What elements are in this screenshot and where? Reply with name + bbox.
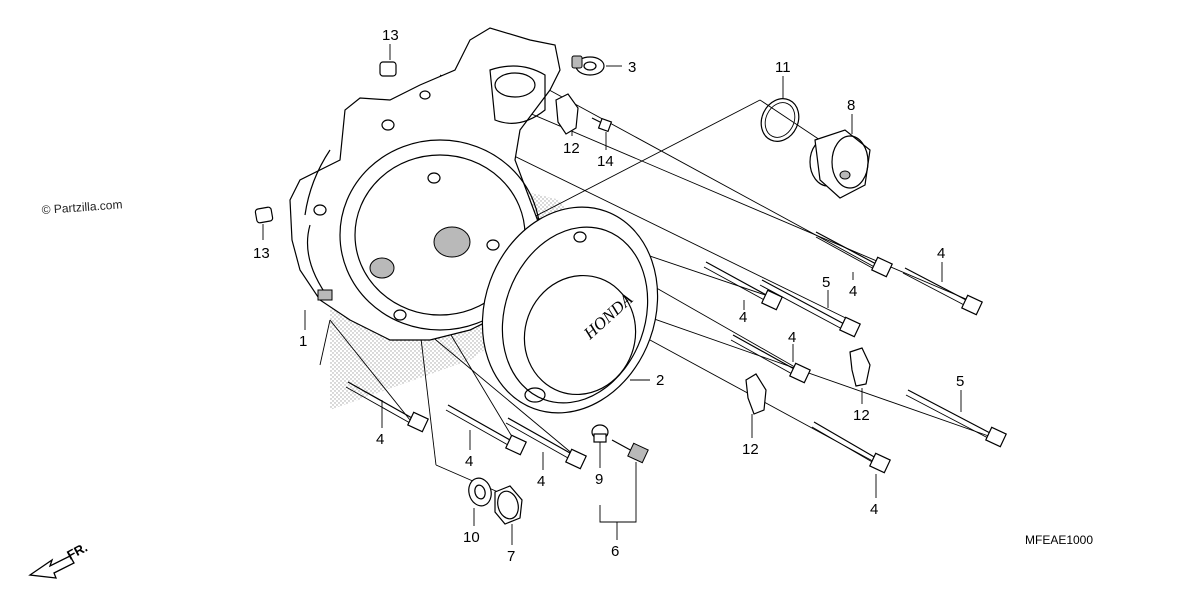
callout-6: 6 [611,543,619,560]
dowel-pin [379,61,397,77]
bolt-small [591,117,613,133]
callout-4: 4 [788,329,796,346]
drain-bolt [611,439,649,464]
callout-10: 10 [463,529,480,546]
sealing-washer [571,55,605,76]
callout-4: 4 [465,453,473,470]
left-crankcase-cover [289,27,561,341]
callout-5: 5 [822,274,830,291]
bolt [445,404,528,456]
callout-5: 5 [956,373,964,390]
front-direction-arrow: FR. [28,540,90,579]
harness-clamp [555,93,579,135]
washer-seal [468,477,492,507]
callout-12: 12 [742,441,759,458]
callout-14: 14 [597,153,614,170]
plug-small [591,424,609,443]
generator-cover: HONDA [481,206,659,414]
harness-clamp [745,373,767,415]
callout-4: 4 [739,309,747,326]
callout-13: 13 [382,27,399,44]
callout-leaders [262,44,962,545]
callout-12: 12 [853,407,870,424]
callout-4: 4 [937,245,945,262]
callout-2: 2 [656,372,664,389]
bolts [345,231,1008,474]
callout-labels: 13 3 11 8 12 14 13 4 4 5 4 1 4 2 4 4 12 … [253,27,964,565]
callout-4: 4 [849,283,857,300]
callout-1: 1 [299,333,307,350]
bolt [345,381,430,433]
bolt [815,231,894,278]
bolt [730,334,812,384]
callout-7: 7 [507,548,515,565]
callout-11: 11 [775,59,791,76]
inspection-plug [494,485,523,525]
callout-9: 9 [595,471,603,488]
bolt [811,421,892,474]
dowel-pin [254,206,274,224]
bolt [902,267,984,316]
bolt [905,389,1008,448]
o-ring [760,98,800,142]
callout-3: 3 [628,59,636,76]
diagram-code: MFEAE1000 [1025,533,1093,547]
bolt [759,279,862,338]
callout-4: 4 [376,431,384,448]
filler-cap [809,129,871,199]
callout-8: 8 [847,97,855,114]
watermark-text: © Partzilla.com [41,197,123,217]
callout-4: 4 [537,473,545,490]
bolt [505,417,588,470]
harness-clamp [849,347,871,387]
bolt [703,261,784,311]
callout-4: 4 [870,501,878,518]
callout-12: 12 [563,140,580,157]
callout-13: 13 [253,245,270,262]
